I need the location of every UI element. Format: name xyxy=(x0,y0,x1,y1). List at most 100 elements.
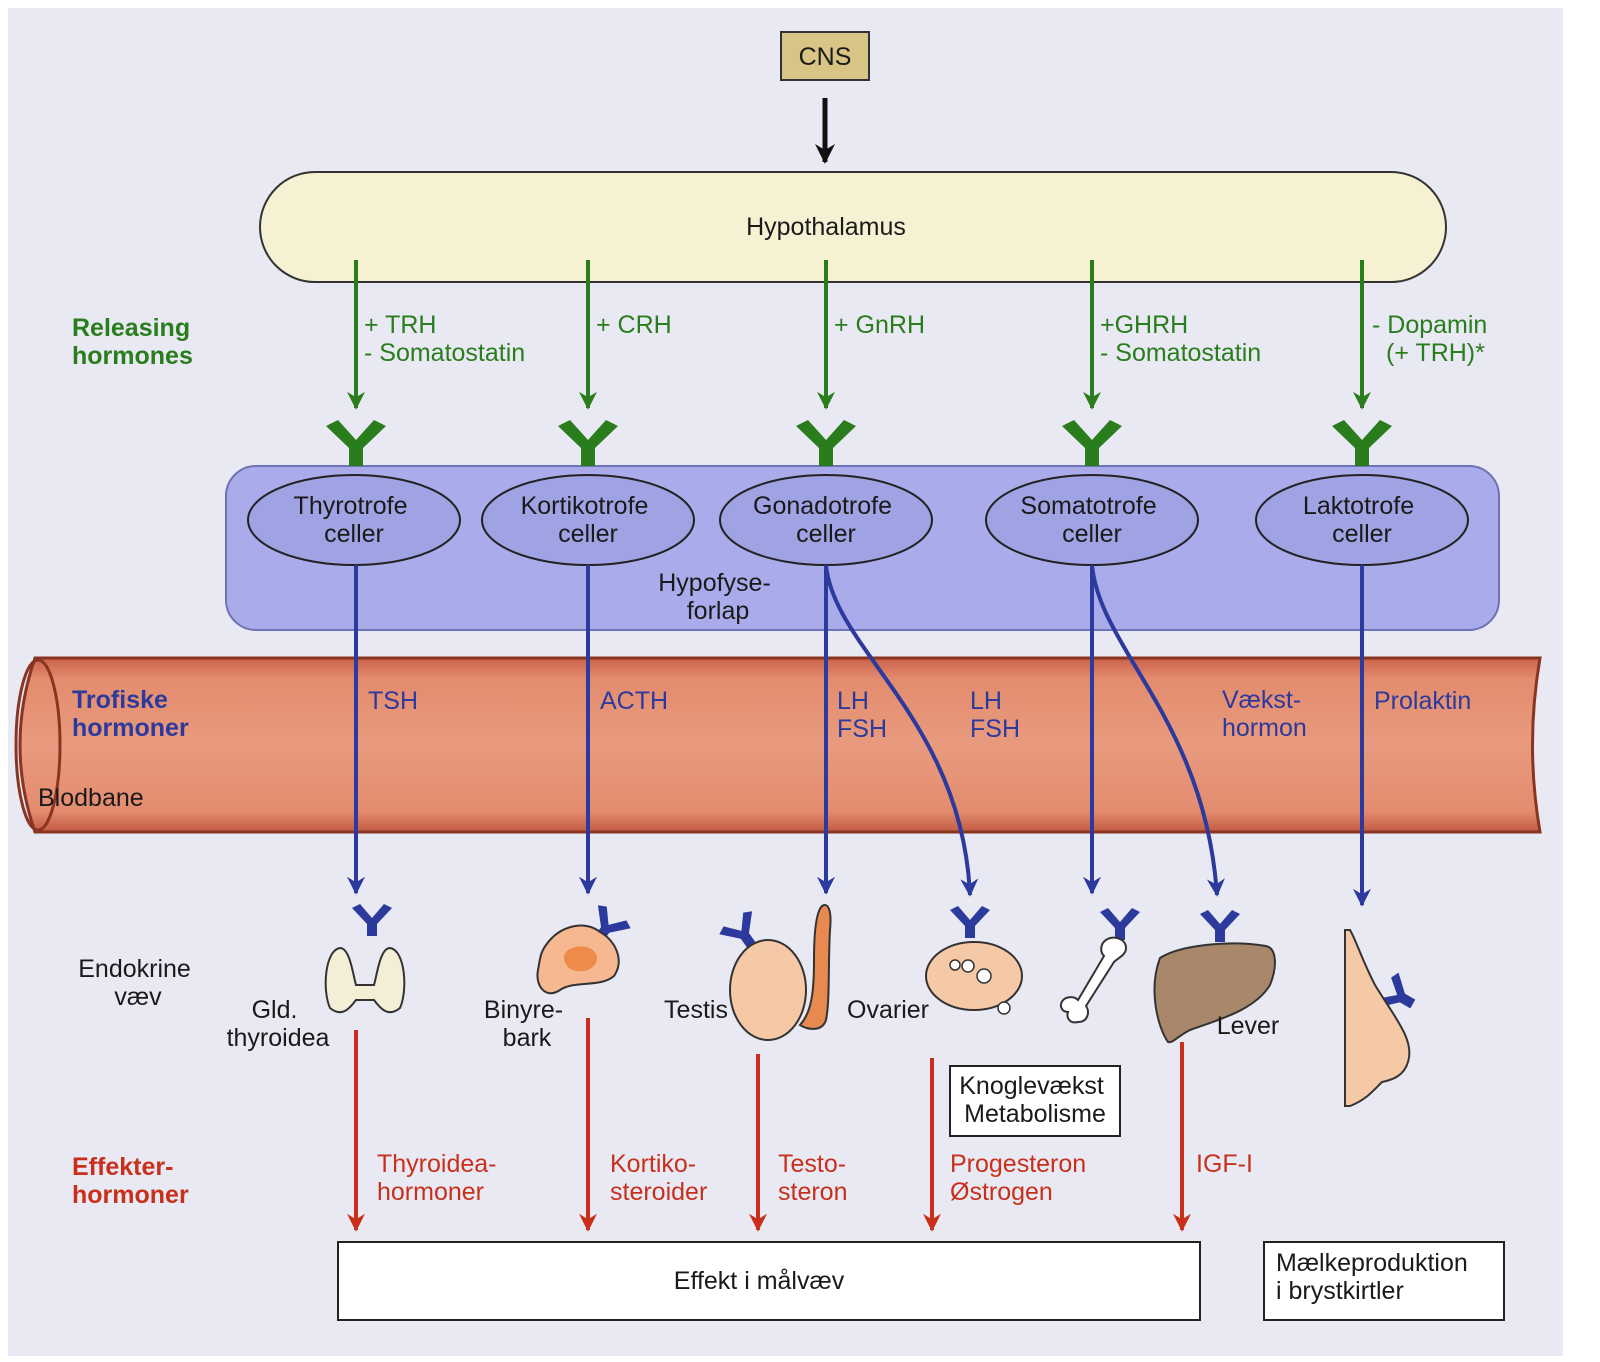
effector-label-testis: Testo- steron xyxy=(778,1150,853,1206)
cell-label-gonadotrofe-1: Gonadotrofe xyxy=(753,492,892,520)
cell-label-laktotrofe-2: celler xyxy=(1332,520,1392,548)
tissue-label-liver-1: Lever xyxy=(1217,1012,1280,1040)
target-effect-text: Effekt i målvæv xyxy=(674,1267,845,1295)
effector-label-liver-1: IGF-I xyxy=(1196,1150,1253,1178)
cell-label-kortikotrofe-1: Kortikotrofe xyxy=(521,492,649,520)
cell-label-kortikotrofe-2: celler xyxy=(558,520,618,548)
tissue-label-adrenal-1: Binyre- xyxy=(484,996,563,1024)
effector-title-line-1: Effekter- xyxy=(72,1153,173,1181)
milk-production-box xyxy=(1263,1241,1505,1321)
green-receptor-icon xyxy=(796,420,856,466)
trophic-label-lh-fsh-2: LH FSH xyxy=(970,687,1020,743)
pituitary-label-1: Hypofyse- xyxy=(658,569,771,597)
effector-label-thyroid: Thyroidea- hormoner xyxy=(377,1150,503,1206)
releasing-label-laktotrofe: - Dopamin (+ TRH)* xyxy=(1372,311,1494,367)
effector-hormones-title: Effekter- hormoner xyxy=(72,1153,189,1209)
trophic-label-lh-b: LH xyxy=(970,687,1002,715)
target-receptors xyxy=(352,904,1416,1009)
releasing-label-thyrotrofe-2: - Somatostatin xyxy=(364,339,525,367)
pituitary-receptors xyxy=(326,420,1392,466)
bloodstream-label: Blodbane xyxy=(38,784,144,812)
trophic-arrow-gh-liver xyxy=(1090,564,1225,897)
blue-receptor-icon xyxy=(1100,908,1140,940)
trophic-label-tsh-1: TSH xyxy=(368,687,418,715)
releasing-label-kortikotrofe-1: + CRH xyxy=(596,311,672,339)
cell-label-kortikotrofe: Kortikotrofe celler xyxy=(521,492,656,548)
tissue-label-testis: Testis xyxy=(664,996,728,1024)
effector-label-testis-2: steron xyxy=(778,1178,847,1206)
releasing-label-gonadotrofe-1: + GnRH xyxy=(834,311,925,339)
cell-label-laktotrofe-1: Laktotrofe xyxy=(1303,492,1414,520)
cell-label-thyrotrofe-2: celler xyxy=(324,520,384,548)
trophic-arrow-lh-fsh-ovary xyxy=(824,564,979,897)
trophic-label-tsh: TSH xyxy=(368,687,418,715)
effector-label-testis-1: Testo- xyxy=(778,1150,846,1178)
milk-production-line-1: Mælkeproduktion xyxy=(1276,1249,1468,1277)
blue-receptor-icon xyxy=(1200,910,1240,942)
endocrine-title-line-2: væv xyxy=(114,983,162,1011)
releasing-label-somatotrofe-1: +GHRH xyxy=(1100,311,1188,339)
releasing-label-laktotrofe-2: (+ TRH)* xyxy=(1386,339,1485,367)
pituitary-label-2: forlap xyxy=(687,597,750,625)
effector-label-ovary: Progesteron Østrogen xyxy=(950,1150,1093,1206)
trophic-title-line-2: hormoner xyxy=(72,714,189,742)
bone-effect-line-1: Knoglevækst xyxy=(959,1072,1104,1100)
cell-label-somatotrofe: Somatotrofe celler xyxy=(1020,492,1163,548)
releasing-label-thyrotrofe-1: + TRH xyxy=(364,311,436,339)
ovary-icon xyxy=(925,941,1023,1015)
releasing-label-somatotrofe: +GHRH - Somatostatin xyxy=(1100,311,1261,367)
trophic-label-acth-1: ACTH xyxy=(600,687,668,715)
trophic-label-fsh-a: FSH xyxy=(837,715,887,743)
trophic-label-lh-fsh-1: LH FSH xyxy=(837,687,887,743)
milk-production-text: Mælkeproduktion i brystkirtler xyxy=(1276,1249,1475,1305)
cell-label-laktotrofe: Laktotrofe celler xyxy=(1303,492,1421,548)
pituitary-label: Hypofyse- forlap xyxy=(658,569,778,625)
effector-label-ovary-1: Progesteron xyxy=(950,1150,1086,1178)
trophic-label-gh-2: hormon xyxy=(1222,714,1307,742)
breast-icon xyxy=(1344,929,1411,1107)
releasing-title-line-1: Releasing xyxy=(72,314,190,342)
testis-icon xyxy=(729,904,832,1041)
cell-label-somatotrofe-2: celler xyxy=(1062,520,1122,548)
pituitary-cells xyxy=(247,474,1469,566)
trophic-label-prolactin-1: Prolaktin xyxy=(1374,687,1471,715)
cell-label-thyrotrofe-1: Thyrotrofe xyxy=(294,492,408,520)
blue-receptor-icon xyxy=(950,906,990,938)
cns-label: CNS xyxy=(799,43,852,71)
bone-icon xyxy=(1060,936,1128,1024)
releasing-hormones-title: Releasing hormones xyxy=(72,314,197,370)
releasing-label-kortikotrofe: + CRH xyxy=(596,311,672,339)
trophic-label-prolactin: Prolaktin xyxy=(1374,687,1471,715)
releasing-label-thyrotrofe: + TRH - Somatostatin xyxy=(364,311,525,367)
trophic-arrows xyxy=(347,564,1371,907)
releasing-label-laktotrofe-1: - Dopamin xyxy=(1372,311,1487,339)
hypothalamus-box xyxy=(259,171,1447,283)
releasing-label-gonadotrofe: + GnRH xyxy=(834,311,925,339)
blue-receptor-icon xyxy=(352,904,392,936)
effector-arrows xyxy=(347,1018,1191,1232)
tissue-label-testis-1: Testis xyxy=(664,996,728,1024)
tissue-label-adrenal-2: bark xyxy=(503,1024,552,1052)
bone-effect-text: Knoglevækst Metabolisme xyxy=(959,1072,1110,1128)
trophic-label-fsh-b: FSH xyxy=(970,715,1020,743)
effector-title-line-2: hormoner xyxy=(72,1181,189,1209)
effector-label-thyroid-2: hormoner xyxy=(377,1178,484,1206)
effector-label-adrenal-1: Kortiko- xyxy=(610,1150,696,1178)
adrenal-gland-icon xyxy=(536,924,620,995)
tissue-label-thyroid-1: Gld. xyxy=(252,996,298,1024)
blue-receptor-icon xyxy=(719,911,756,949)
liver-icon xyxy=(1153,942,1276,1044)
effector-label-liver: IGF-I xyxy=(1196,1150,1253,1178)
releasing-arrows xyxy=(347,260,1371,410)
tissue-label-ovary-1: Ovarier xyxy=(847,996,929,1024)
trophic-label-growth-hormone: Vækst- hormon xyxy=(1222,686,1308,742)
releasing-title-line-2: hormones xyxy=(72,342,193,370)
green-receptor-icon xyxy=(1332,420,1392,466)
tissue-label-liver: Lever xyxy=(1217,1012,1280,1040)
target-effect-box xyxy=(337,1241,1201,1321)
endocrine-title-line-1: Endokrine xyxy=(78,955,191,983)
trophic-label-acth: ACTH xyxy=(600,687,668,715)
green-receptor-icon xyxy=(558,420,618,466)
releasing-label-somatotrofe-2: - Somatostatin xyxy=(1100,339,1261,367)
